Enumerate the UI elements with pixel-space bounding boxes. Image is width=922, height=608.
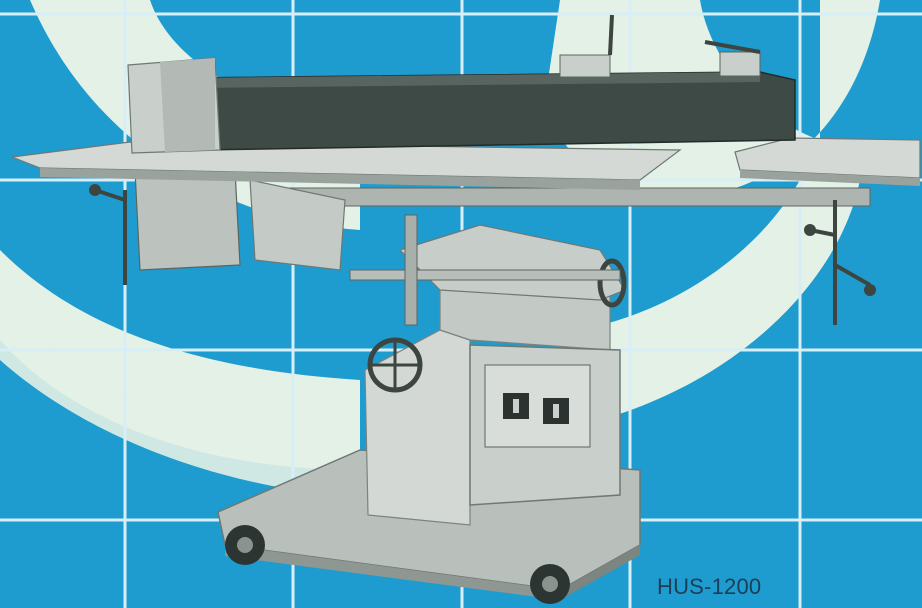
clamp-handle-icon	[804, 200, 876, 325]
caster-wheel-icon	[225, 525, 265, 565]
handwheel-icon	[367, 337, 423, 393]
belt-guard	[249, 179, 346, 271]
belt-sander-machine	[11, 14, 921, 604]
base-front-edge	[225, 545, 560, 600]
control-panel	[484, 364, 591, 448]
control-switch-icon	[503, 393, 529, 419]
handwheel-icon	[597, 258, 627, 308]
clamp-handle-icon	[89, 184, 127, 285]
clamp-handle-icon	[559, 14, 761, 78]
model-label: HUS-1200	[657, 574, 762, 599]
motor	[134, 169, 241, 271]
caster-wheel-icon	[530, 564, 570, 604]
guide-rod	[269, 187, 871, 207]
control-switch-icon	[543, 398, 569, 424]
